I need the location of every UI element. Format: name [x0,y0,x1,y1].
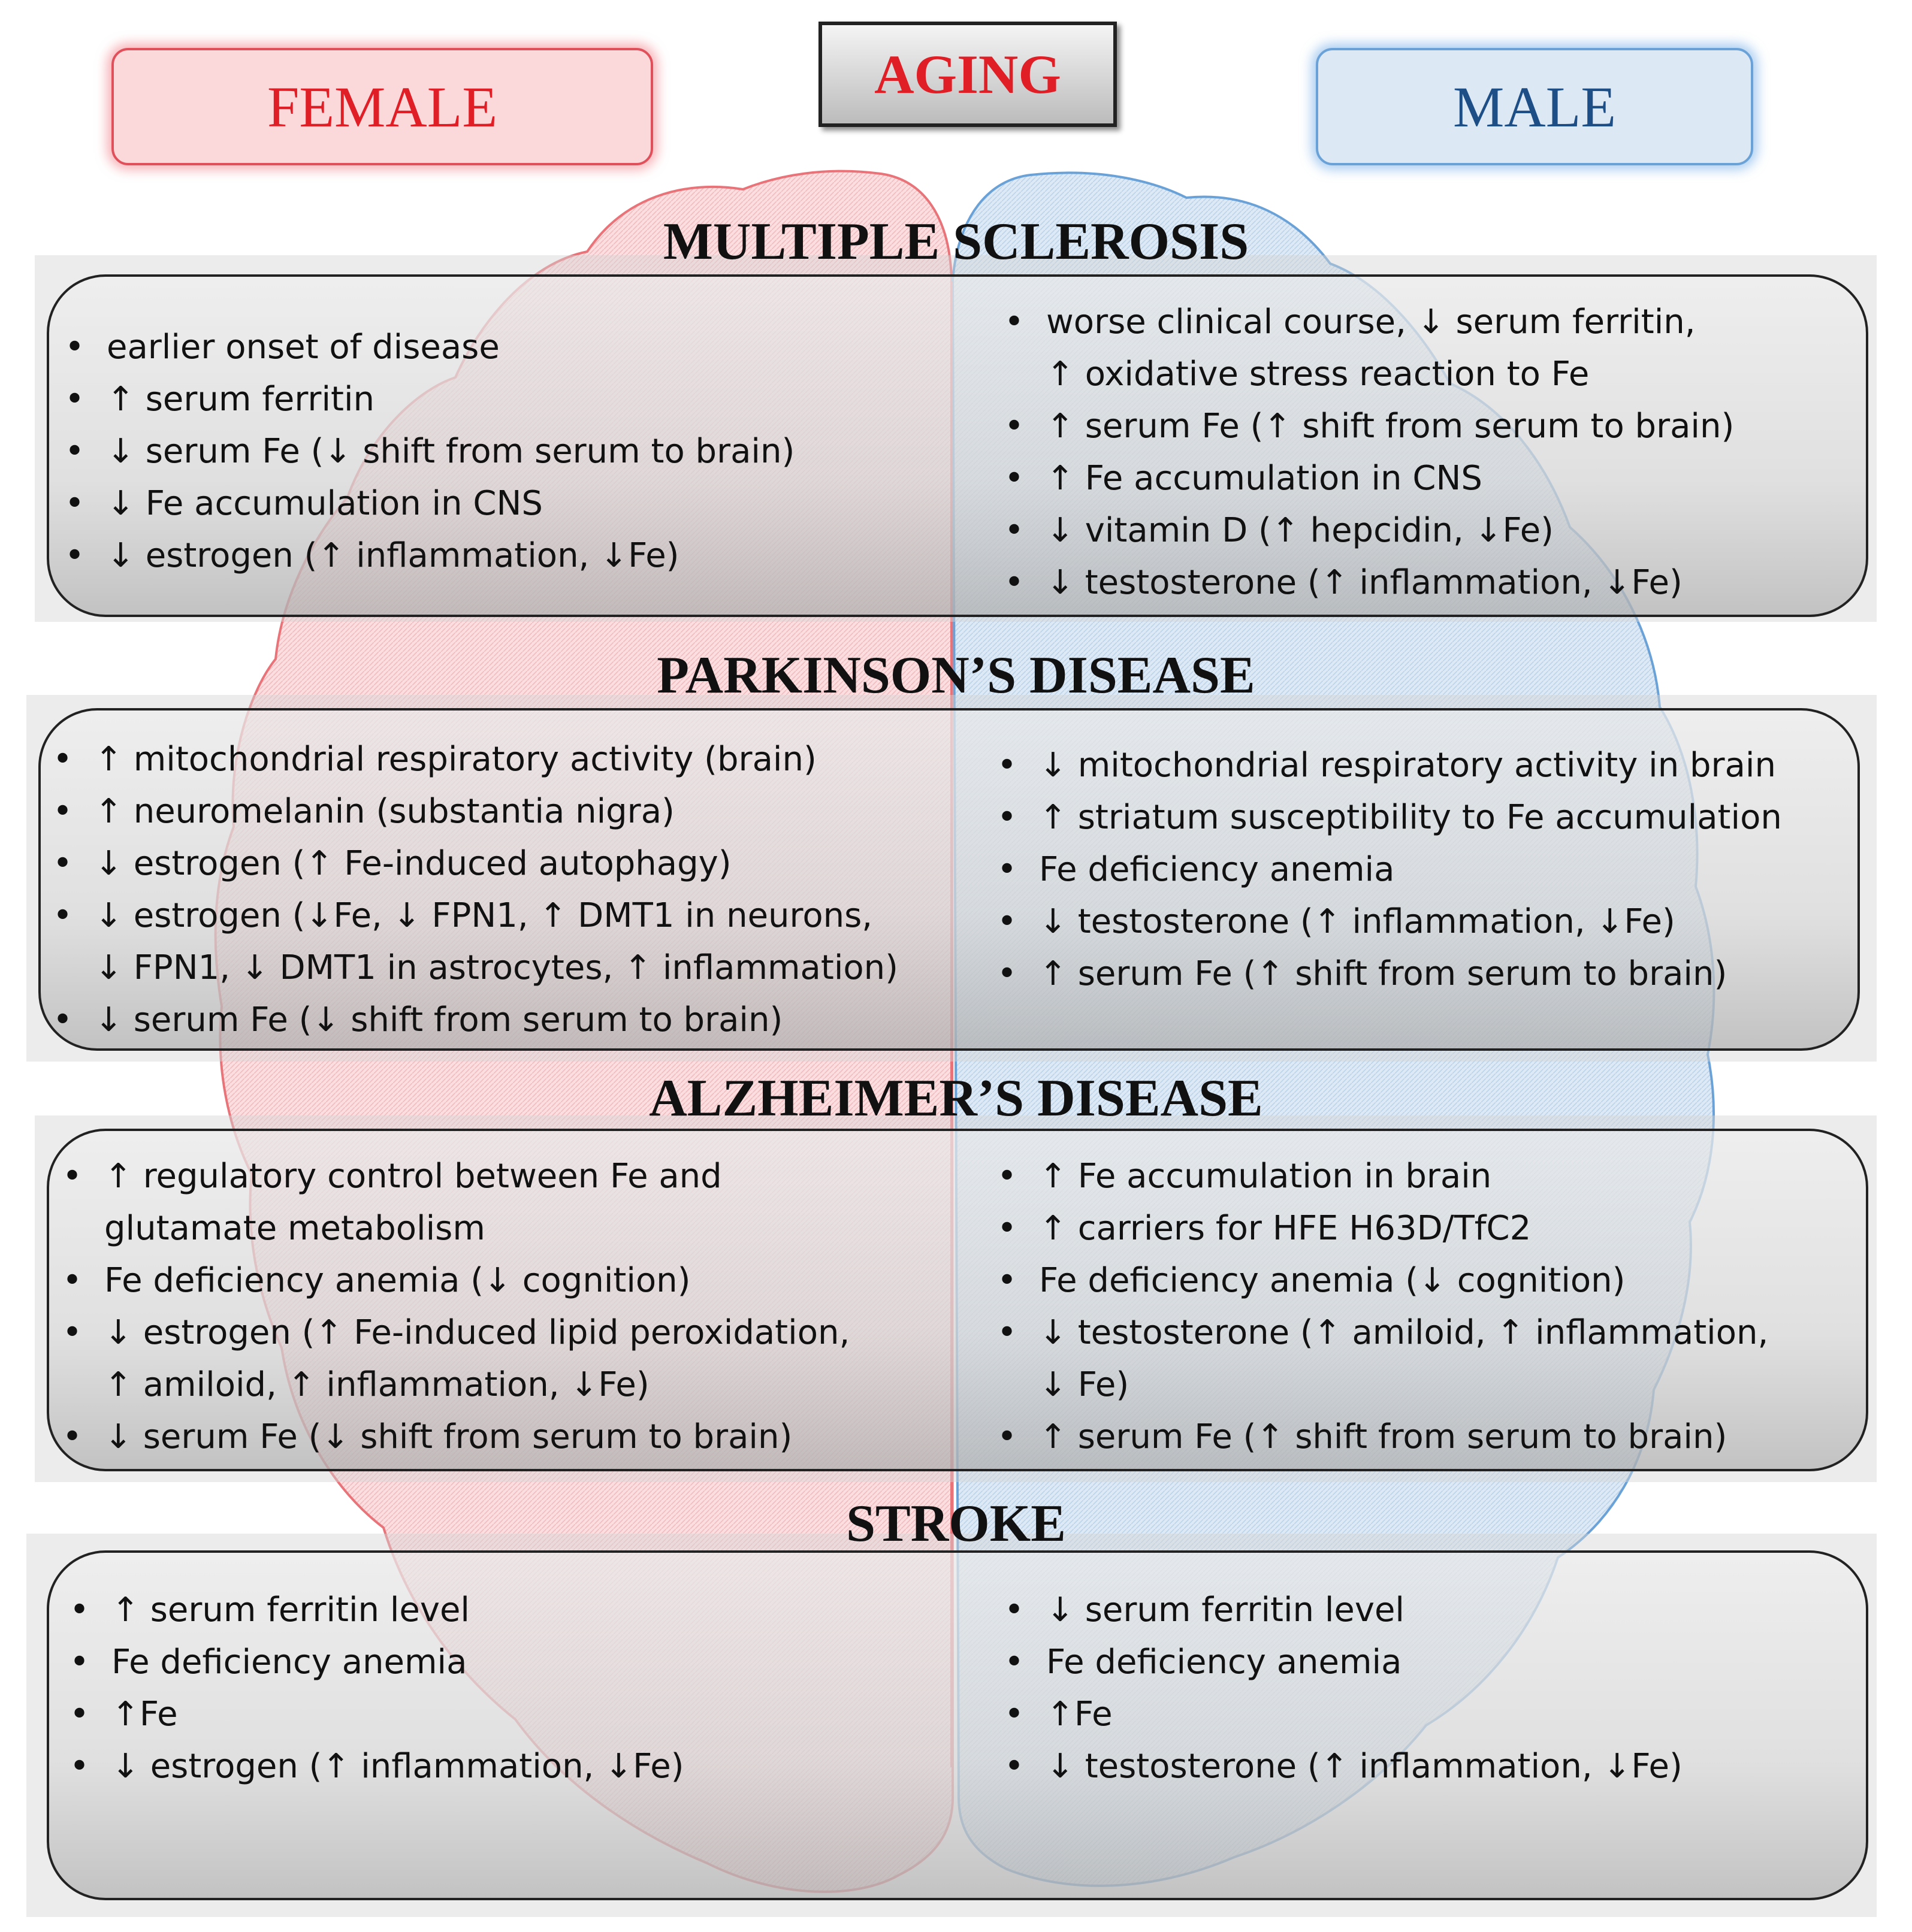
list-item: worse clinical course, ↓ serum ferritin,… [1004,296,1734,400]
list-item: ↑Fe [1004,1688,1683,1740]
female-header: FEMALE [111,48,653,165]
male-list-parkinsons: ↓ mitochondrial respiratory activity in … [997,739,1782,1000]
list-item: ↑ Fe accumulation in CNS [1004,452,1734,504]
list-item: earlier onset of disease [65,321,795,373]
list-item: ↓ testosterone (↑ inflammation, ↓Fe) [1004,557,1734,609]
list-item: ↓ testosterone (↑ inflammation, ↓Fe) [997,896,1782,948]
list-item: ↑ serum ferritin level [70,1584,684,1636]
section-title-parkinsons: PARKINSON’S DISEASE [657,646,1255,705]
list-item: ↓ serum ferritin level [1004,1584,1683,1636]
female-list-multiple-sclerosis: earlier onset of disease ↑ serum ferriti… [65,321,795,582]
list-item: ↓ testosterone (↑ amiloid, ↑ inflammatio… [997,1307,1768,1411]
list-item: ↓ serum Fe (↓ shift from serum to brain) [65,425,795,477]
section-title-multiple-sclerosis: MULTIPLE SCLEROSIS [663,213,1249,271]
section-title-stroke: STROKE [846,1495,1066,1553]
list-item: ↓ estrogen (↑ Fe-induced autophagy) [53,837,898,890]
list-item: ↑ serum Fe (↑ shift from serum to brain) [997,948,1782,1000]
male-header: MALE [1316,48,1753,165]
aging-header: AGING [818,22,1117,127]
list-item: Fe deficiency anemia (↓ cognition) [62,1254,850,1307]
list-item: ↓ serum Fe (↓ shift from serum to brain) [62,1411,850,1463]
list-item: ↓ estrogen (↑ inflammation, ↓Fe) [65,530,795,582]
list-item: ↓ vitamin D (↑ hepcidin, ↓Fe) [1004,504,1734,557]
list-item: ↑ serum ferritin [65,373,795,425]
male-list-alzheimers: ↑ Fe accumulation in brain ↑ carriers fo… [997,1150,1768,1463]
list-item: ↑ Fe accumulation in brain [997,1150,1768,1202]
list-item: Fe deficiency anemia [70,1636,684,1688]
female-list-stroke: ↑ serum ferritin level Fe deficiency ane… [70,1584,684,1792]
list-item: ↑ serum Fe (↑ shift from serum to brain) [1004,400,1734,452]
list-item: ↑ striatum susceptibility to Fe accumula… [997,791,1782,843]
list-item: Fe deficiency anemia [997,843,1782,896]
list-item: ↑ neuromelanin (substantia nigra) [53,785,898,837]
list-item: ↓ serum Fe (↓ shift from serum to brain) [53,994,898,1046]
list-item: Fe deficiency anemia (↓ cognition) [997,1254,1768,1307]
list-item: ↑Fe [70,1688,684,1740]
list-item: ↓ mitochondrial respiratory activity in … [997,739,1782,791]
female-list-alzheimers: ↑ regulatory control between Fe andgluta… [62,1150,850,1463]
list-item: ↓ testosterone (↑ inflammation, ↓Fe) [1004,1740,1683,1792]
list-item: ↑ mitochondrial respiratory activity (br… [53,733,898,785]
list-item: ↑ carriers for HFE H63D/TfC2 [997,1202,1768,1254]
list-item: ↑ serum Fe (↑ shift from serum to brain) [997,1411,1768,1463]
section-title-alzheimers: ALZHEIMER’S DISEASE [649,1069,1263,1127]
list-item: ↓ estrogen (↑ inflammation, ↓Fe) [70,1740,684,1792]
list-item: ↓ Fe accumulation in CNS [65,477,795,530]
list-item: Fe deficiency anemia [1004,1636,1683,1688]
list-item: ↓ estrogen (↑ Fe-induced lipid peroxidat… [62,1307,850,1411]
list-item: ↑ regulatory control between Fe andgluta… [62,1150,850,1254]
list-item: ↓ estrogen (↓Fe, ↓ FPN1, ↑ DMT1 in neuro… [53,890,898,994]
male-list-stroke: ↓ serum ferritin level Fe deficiency ane… [1004,1584,1683,1792]
female-list-parkinsons: ↑ mitochondrial respiratory activity (br… [53,733,898,1046]
male-list-multiple-sclerosis: worse clinical course, ↓ serum ferritin,… [1004,296,1734,609]
